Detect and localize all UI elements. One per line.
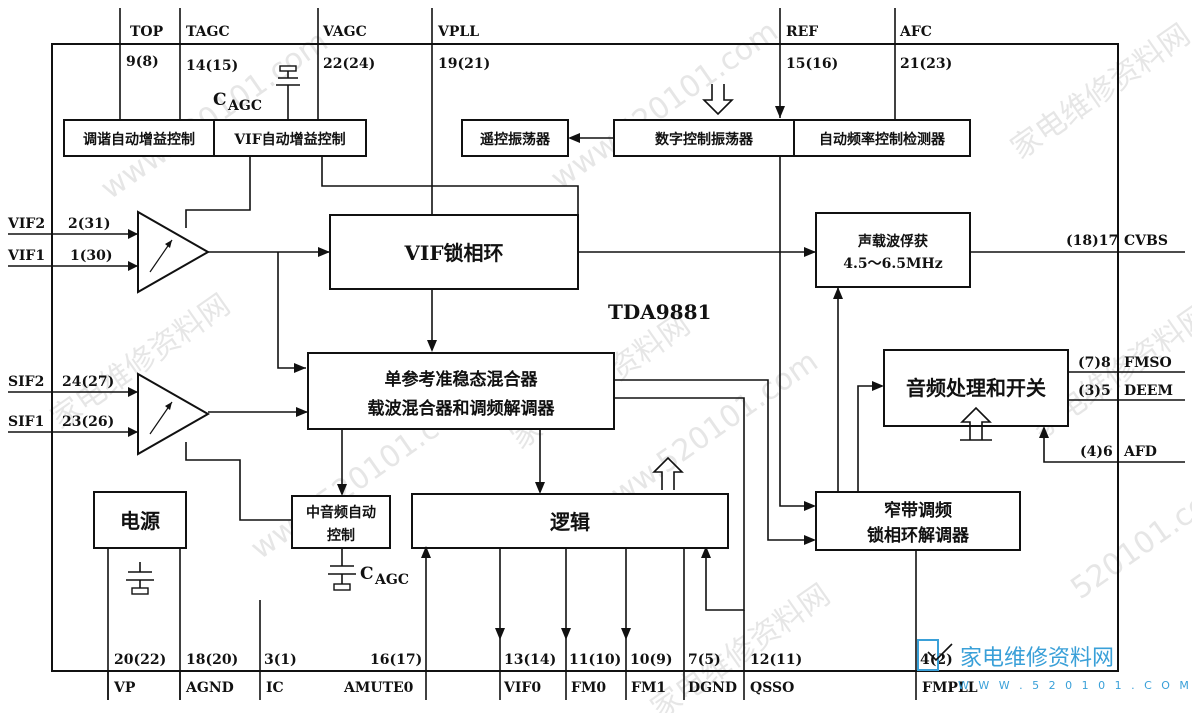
pin-vpll-num: 19(21) — [438, 56, 490, 72]
cap-label-c: C — [213, 90, 227, 110]
pin-qsso-name: QSSO — [750, 680, 794, 696]
pin-deem-name: DEEM — [1124, 383, 1173, 399]
bottom-pins: 20(22) 18(20) 3(1) 16(17) 13(14) 11(10) … — [107, 546, 978, 700]
pin-fm0-num: 11(10) — [569, 652, 621, 668]
vif-amplifier — [137, 210, 211, 294]
pin-vp-num: 20(22) — [114, 652, 166, 668]
pin-vpll-name: VPLL — [437, 24, 479, 40]
pin-amute0-name: AMUTE0 — [343, 680, 414, 696]
pin-top-num: 9(8) — [126, 54, 159, 70]
watermark-site-2: www.520101.com — [95, 24, 335, 207]
logo-url: W W W . 5 2 0 1 0 1 . C O M — [958, 679, 1192, 692]
block-mixer-label-1: 单参考准稳态混合器 — [385, 369, 539, 390]
capacitor-vif-agc: C AGC — [213, 65, 300, 120]
pin-cvbs-name: CVBS — [1124, 233, 1168, 249]
pin-ic-name: IC — [266, 680, 284, 696]
block-fm-pll — [815, 491, 1021, 551]
pin-afc-name: AFC — [899, 24, 932, 40]
block-remote-osc-label: 遥控振荡器 — [480, 131, 551, 148]
pin-vagc-num: 22(24) — [323, 56, 375, 72]
block-logic-label: 逻辑 — [550, 510, 590, 534]
pin-agnd-name: AGND — [185, 680, 234, 696]
watermark-brand-3: 家电维修资料网 — [1005, 17, 1192, 166]
block-sound-carrier-label-1: 声载波俘获 — [857, 233, 928, 250]
pin-vagc-name: VAGC — [322, 24, 367, 40]
pin-dgnd-name: DGND — [688, 680, 737, 696]
block-power-label: 电源 — [120, 509, 160, 533]
pin-afd-name: AFD — [1123, 444, 1157, 460]
block-vif-agc — [213, 119, 367, 157]
pin-ref-num: 15(16) — [786, 56, 838, 72]
pin-ref-name: REF — [786, 24, 818, 40]
block-sound-carrier — [815, 212, 971, 288]
pin-sif1-name: SIF1 — [8, 414, 44, 430]
block-if-agc-label-1: 中音频自动 — [306, 504, 376, 521]
pin-vif0-num: 13(14) — [504, 652, 556, 668]
pin-vif1-name: VIF1 — [7, 248, 45, 264]
pin-fmpll-name: FMPLL — [922, 680, 978, 696]
logo-text: 家电维修资料网 — [960, 646, 1114, 671]
block-tuner-agc — [63, 119, 215, 157]
power-ground-symbol — [126, 562, 154, 595]
block-audio-proc-label: 音频处理和开关 — [906, 376, 1046, 400]
block-power — [93, 491, 187, 549]
chip-name: TDA9881 — [608, 300, 711, 324]
pin-ic-num: 3(1) — [264, 652, 297, 668]
block-vif-pll-label: VIF锁相环 — [403, 241, 503, 265]
cap2-label-sub: AGC — [374, 572, 409, 588]
pin-dgnd-num: 7(5) — [688, 652, 721, 668]
block-if-agc-label-2: 控制 — [327, 527, 355, 544]
pin-top-name: TOP — [130, 24, 164, 40]
block-mixer-label-2: 载波混合器和调频解调器 — [368, 398, 556, 419]
pin-agnd-num: 18(20) — [186, 652, 238, 668]
block-mixer — [307, 352, 615, 430]
watermark-brand-5: 家电维修资料网 — [645, 577, 837, 713]
block-fm-pll-label-1: 窄带调频 — [884, 500, 952, 521]
pin-sif2-num: 24(27) — [62, 374, 114, 390]
block-logic — [411, 493, 729, 549]
block-sound-carrier-label-2: 4.5～6.5MHz — [843, 256, 942, 272]
pin-fm1-name: FM1 — [631, 680, 666, 696]
pin-deem-num: (3)5 — [1078, 383, 1111, 399]
block-afc-detector-label: 自动频率控制检测器 — [819, 131, 946, 148]
watermark-site-1: www.520101.com — [545, 14, 785, 197]
pin-qsso-num: 12(11) — [750, 652, 802, 668]
pin-afd-num: (4)6 — [1080, 444, 1113, 460]
block-audio-proc — [883, 349, 1069, 427]
sif-amplifier — [137, 372, 211, 456]
pin-fm0-name: FM0 — [571, 680, 606, 696]
site-logo: 家电维修资料网 W W W . 5 2 0 1 0 1 . C O M — [917, 639, 1192, 692]
pin-fmso-num: (7)8 — [1078, 355, 1111, 371]
cap-label-sub: AGC — [227, 98, 262, 114]
pin-amute0-num: 16(17) — [370, 652, 422, 668]
block-if-agc — [291, 495, 391, 549]
pin-afc-num: 21(23) — [900, 56, 952, 72]
watermark-site-5: 520101.com — [1065, 470, 1192, 607]
pin-fmso-name: FMSO — [1124, 355, 1172, 371]
pin-sif2-name: SIF2 — [8, 374, 44, 390]
capacitor-if-agc: C AGC — [328, 548, 409, 591]
block-tuner-agc-label: 调谐自动增益控制 — [83, 131, 195, 148]
block-remote-osc — [461, 119, 569, 157]
pin-vif2-num: 2(31) — [68, 216, 110, 232]
pin-tagc-num: 14(15) — [186, 58, 238, 74]
pin-vif1-num: 1(30) — [70, 248, 112, 264]
top-pins: TOP TAGC VAGC VPLL REF AFC 9(8) 14(15) 2… — [119, 8, 952, 74]
block-fm-pll-label-2: 锁相环解调器 — [867, 525, 970, 546]
pin-vif0-name: VIF0 — [503, 680, 541, 696]
pin-vp-name: VP — [113, 680, 136, 696]
block-vif-agc-label: VIF自动增益控制 — [233, 131, 345, 148]
pin-fm1-num: 10(9) — [630, 652, 672, 668]
pin-sif1-num: 23(26) — [62, 414, 114, 430]
pin-cvbs-num: (18)17 — [1066, 233, 1118, 249]
cap2-label-c: C — [360, 564, 374, 584]
pin-tagc-name: TAGC — [186, 24, 230, 40]
pin-vif2-name: VIF2 — [7, 216, 45, 232]
block-afc-detector — [793, 119, 971, 157]
block-digital-osc-label: 数字控制振荡器 — [655, 131, 754, 148]
